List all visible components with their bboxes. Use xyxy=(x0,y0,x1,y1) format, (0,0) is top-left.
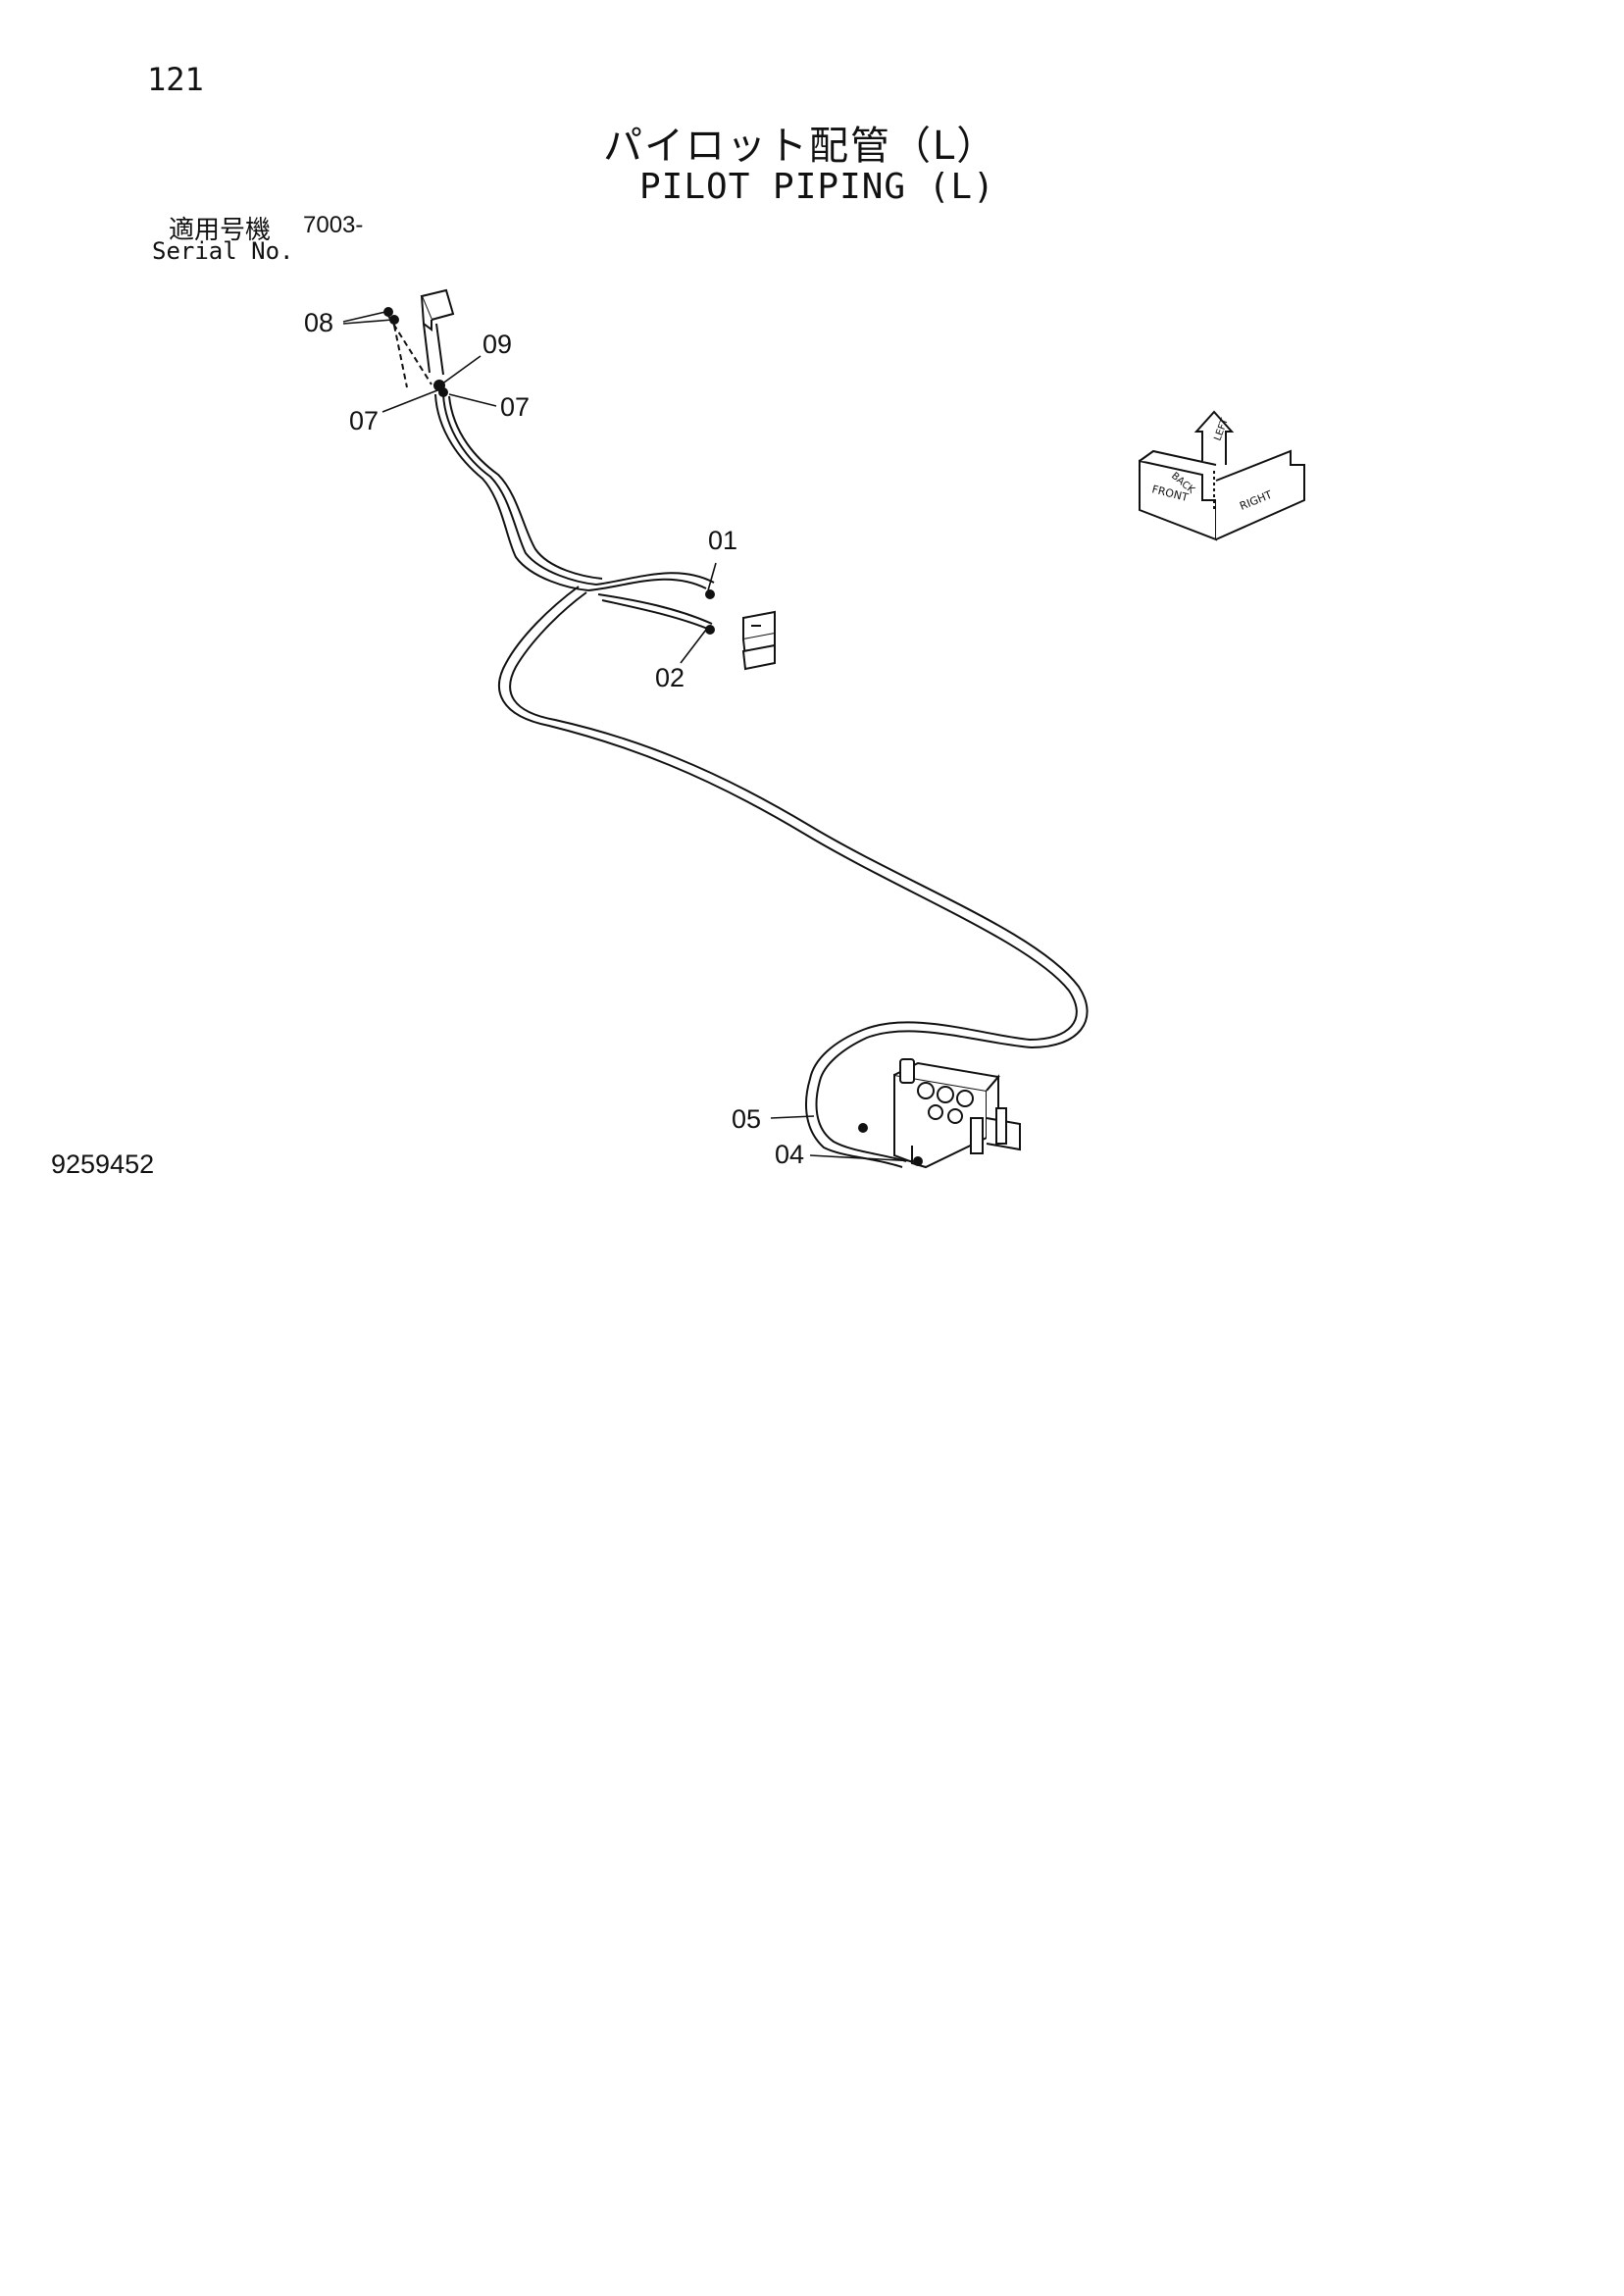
direction-indicator-icon: FRONT BACK RIGHT LEFT xyxy=(1139,410,1305,541)
callout-02: 02 xyxy=(655,663,685,692)
page-title-en: PILOT PIPING (L) xyxy=(639,167,995,207)
callout-01: 01 xyxy=(708,526,737,555)
serial-label-jp: 適用号機 xyxy=(169,216,272,245)
drawing-number: 9259452 xyxy=(51,1149,155,1179)
callout-07-left: 07 xyxy=(349,406,379,435)
callout-leaders xyxy=(342,311,917,1162)
serial-label-en: Serial No. xyxy=(152,237,294,265)
serial-value: 7003- xyxy=(303,212,364,238)
pilot-valve-part xyxy=(858,1058,1021,1169)
callout-08: 08 xyxy=(304,308,333,337)
callout-05: 05 xyxy=(732,1104,761,1134)
fitting-connectors-01-02 xyxy=(705,589,776,671)
pilot-hose-bundle xyxy=(434,393,1089,1168)
callout-07-right: 07 xyxy=(500,392,530,422)
callout-04: 04 xyxy=(775,1140,804,1169)
page-number: 121 xyxy=(147,61,204,98)
callout-09: 09 xyxy=(482,330,512,359)
control-lever-part xyxy=(383,288,455,397)
page-title-jp: パイロット配管（L） xyxy=(603,124,998,169)
